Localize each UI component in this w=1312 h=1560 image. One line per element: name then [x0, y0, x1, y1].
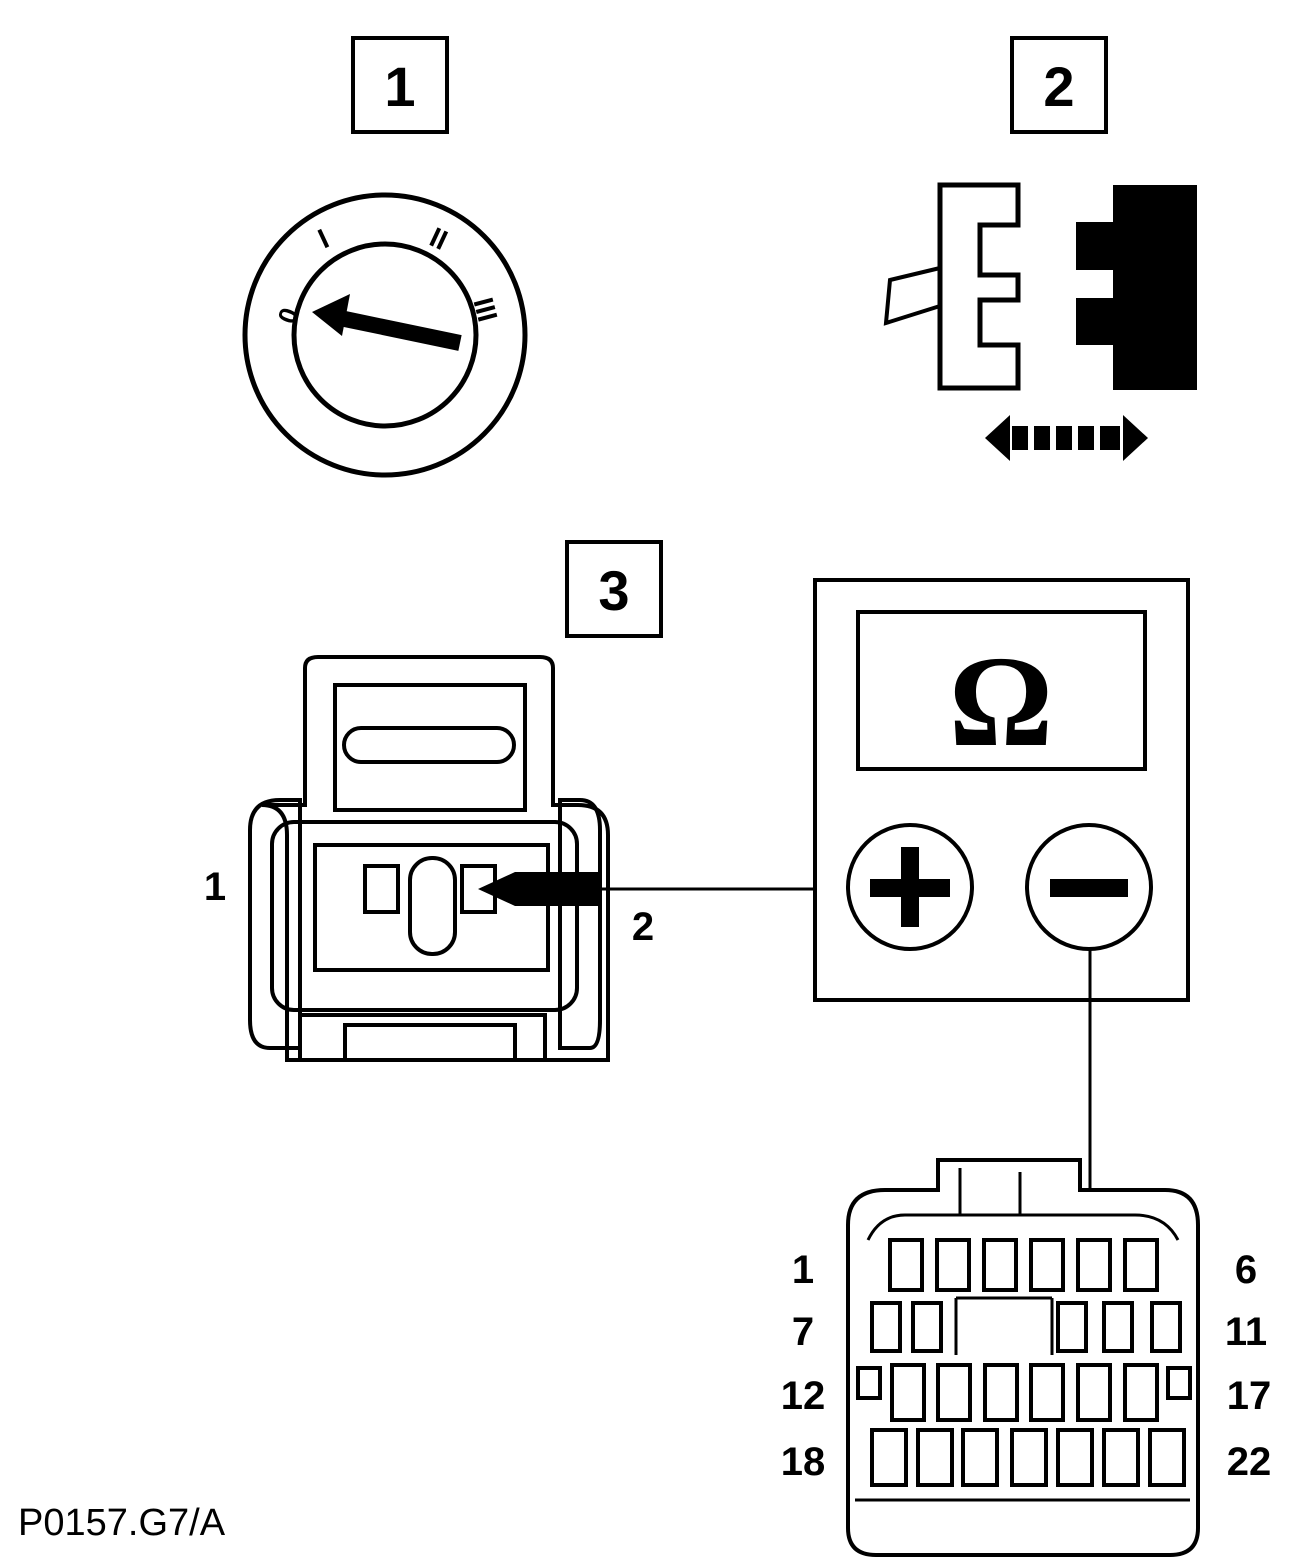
- ecu-row-label-right-2: 11: [1225, 1310, 1267, 1354]
- ecu-row-label-left-3: 12: [781, 1374, 826, 1418]
- ecu-pin-cavity: [961, 1428, 999, 1487]
- ecu-pin-cavity: [935, 1238, 971, 1292]
- ecu-pin-cavity: [983, 1363, 1019, 1422]
- ecu-pin-cavity: [870, 1428, 908, 1487]
- sensor-pin-label-1: 1: [204, 865, 226, 909]
- ecu-row-label-right-1: 6: [1235, 1248, 1257, 1292]
- ecu-pin-cavity: [1029, 1363, 1065, 1422]
- multimeter: Ω + −: [813, 578, 1190, 1002]
- ecu-pin-cavity: [1076, 1238, 1112, 1292]
- ecu-connector: 1 7 12 18 6 11 17 22: [781, 1158, 1272, 1557]
- step-3-label: 3: [565, 540, 663, 638]
- ecu-pin-cavity: [1102, 1301, 1134, 1353]
- ohm-symbol: Ω: [949, 630, 1053, 774]
- ecu-pin-cavity: [936, 1363, 972, 1422]
- ecu-row-label-left-2: 7: [792, 1310, 814, 1354]
- connector-disconnect-icon: [883, 182, 1197, 461]
- ignition-switch-icon: 0 I II III: [242, 192, 528, 478]
- sensor-connector: 1 2: [204, 655, 654, 1062]
- multimeter-display: [856, 610, 1147, 771]
- svg-text:3: 3: [598, 559, 629, 622]
- figure-reference: P0157.G7/A: [18, 1502, 226, 1544]
- ecu-pin-cavity: [1010, 1428, 1048, 1487]
- ecu-pin-cavity: [1150, 1301, 1182, 1353]
- sensor-pin-label-2: 2: [632, 905, 654, 949]
- ecu-row-label-right-4: 22: [1227, 1440, 1272, 1484]
- ecu-pin-cavity: [1148, 1428, 1186, 1487]
- ecu-pin-cavity: [1123, 1238, 1159, 1292]
- ecu-pin-cavity: [890, 1363, 926, 1422]
- ecu-side-notch: [1166, 1366, 1192, 1400]
- ecu-pin-grid: [856, 1238, 1192, 1487]
- ecu-pin-cavity: [888, 1238, 924, 1292]
- ecu-pin-cavity: [1102, 1428, 1140, 1487]
- ecu-pin-cavity: [1056, 1428, 1094, 1487]
- step-1-label: 1: [351, 36, 449, 134]
- ecu-row-label-left-4: 18: [781, 1440, 826, 1484]
- ecu-pin-cavity: [911, 1301, 943, 1353]
- positive-terminal: +: [846, 823, 974, 951]
- ecu-pin-cavity: [916, 1428, 954, 1487]
- svg-text:1: 1: [384, 55, 415, 118]
- step-2-label: 2: [1010, 36, 1108, 134]
- svg-text:2: 2: [1043, 55, 1074, 118]
- ecu-pin-cavity: [1029, 1238, 1065, 1292]
- ecu-pin-cavity: [1123, 1363, 1159, 1422]
- positive-test-lead: [478, 872, 848, 906]
- ecu-row-label-right-3: 17: [1227, 1374, 1272, 1418]
- ecu-pin-cavity: [982, 1238, 1018, 1292]
- ecu-row-label-left-1: 1: [792, 1248, 814, 1292]
- ecu-pin-cavity: [870, 1301, 902, 1353]
- ecu-side-notch: [856, 1366, 882, 1400]
- ecu-pin-cavity: [1076, 1363, 1112, 1422]
- ecu-pin-cavity: [1056, 1301, 1088, 1353]
- negative-terminal: −: [1025, 823, 1153, 951]
